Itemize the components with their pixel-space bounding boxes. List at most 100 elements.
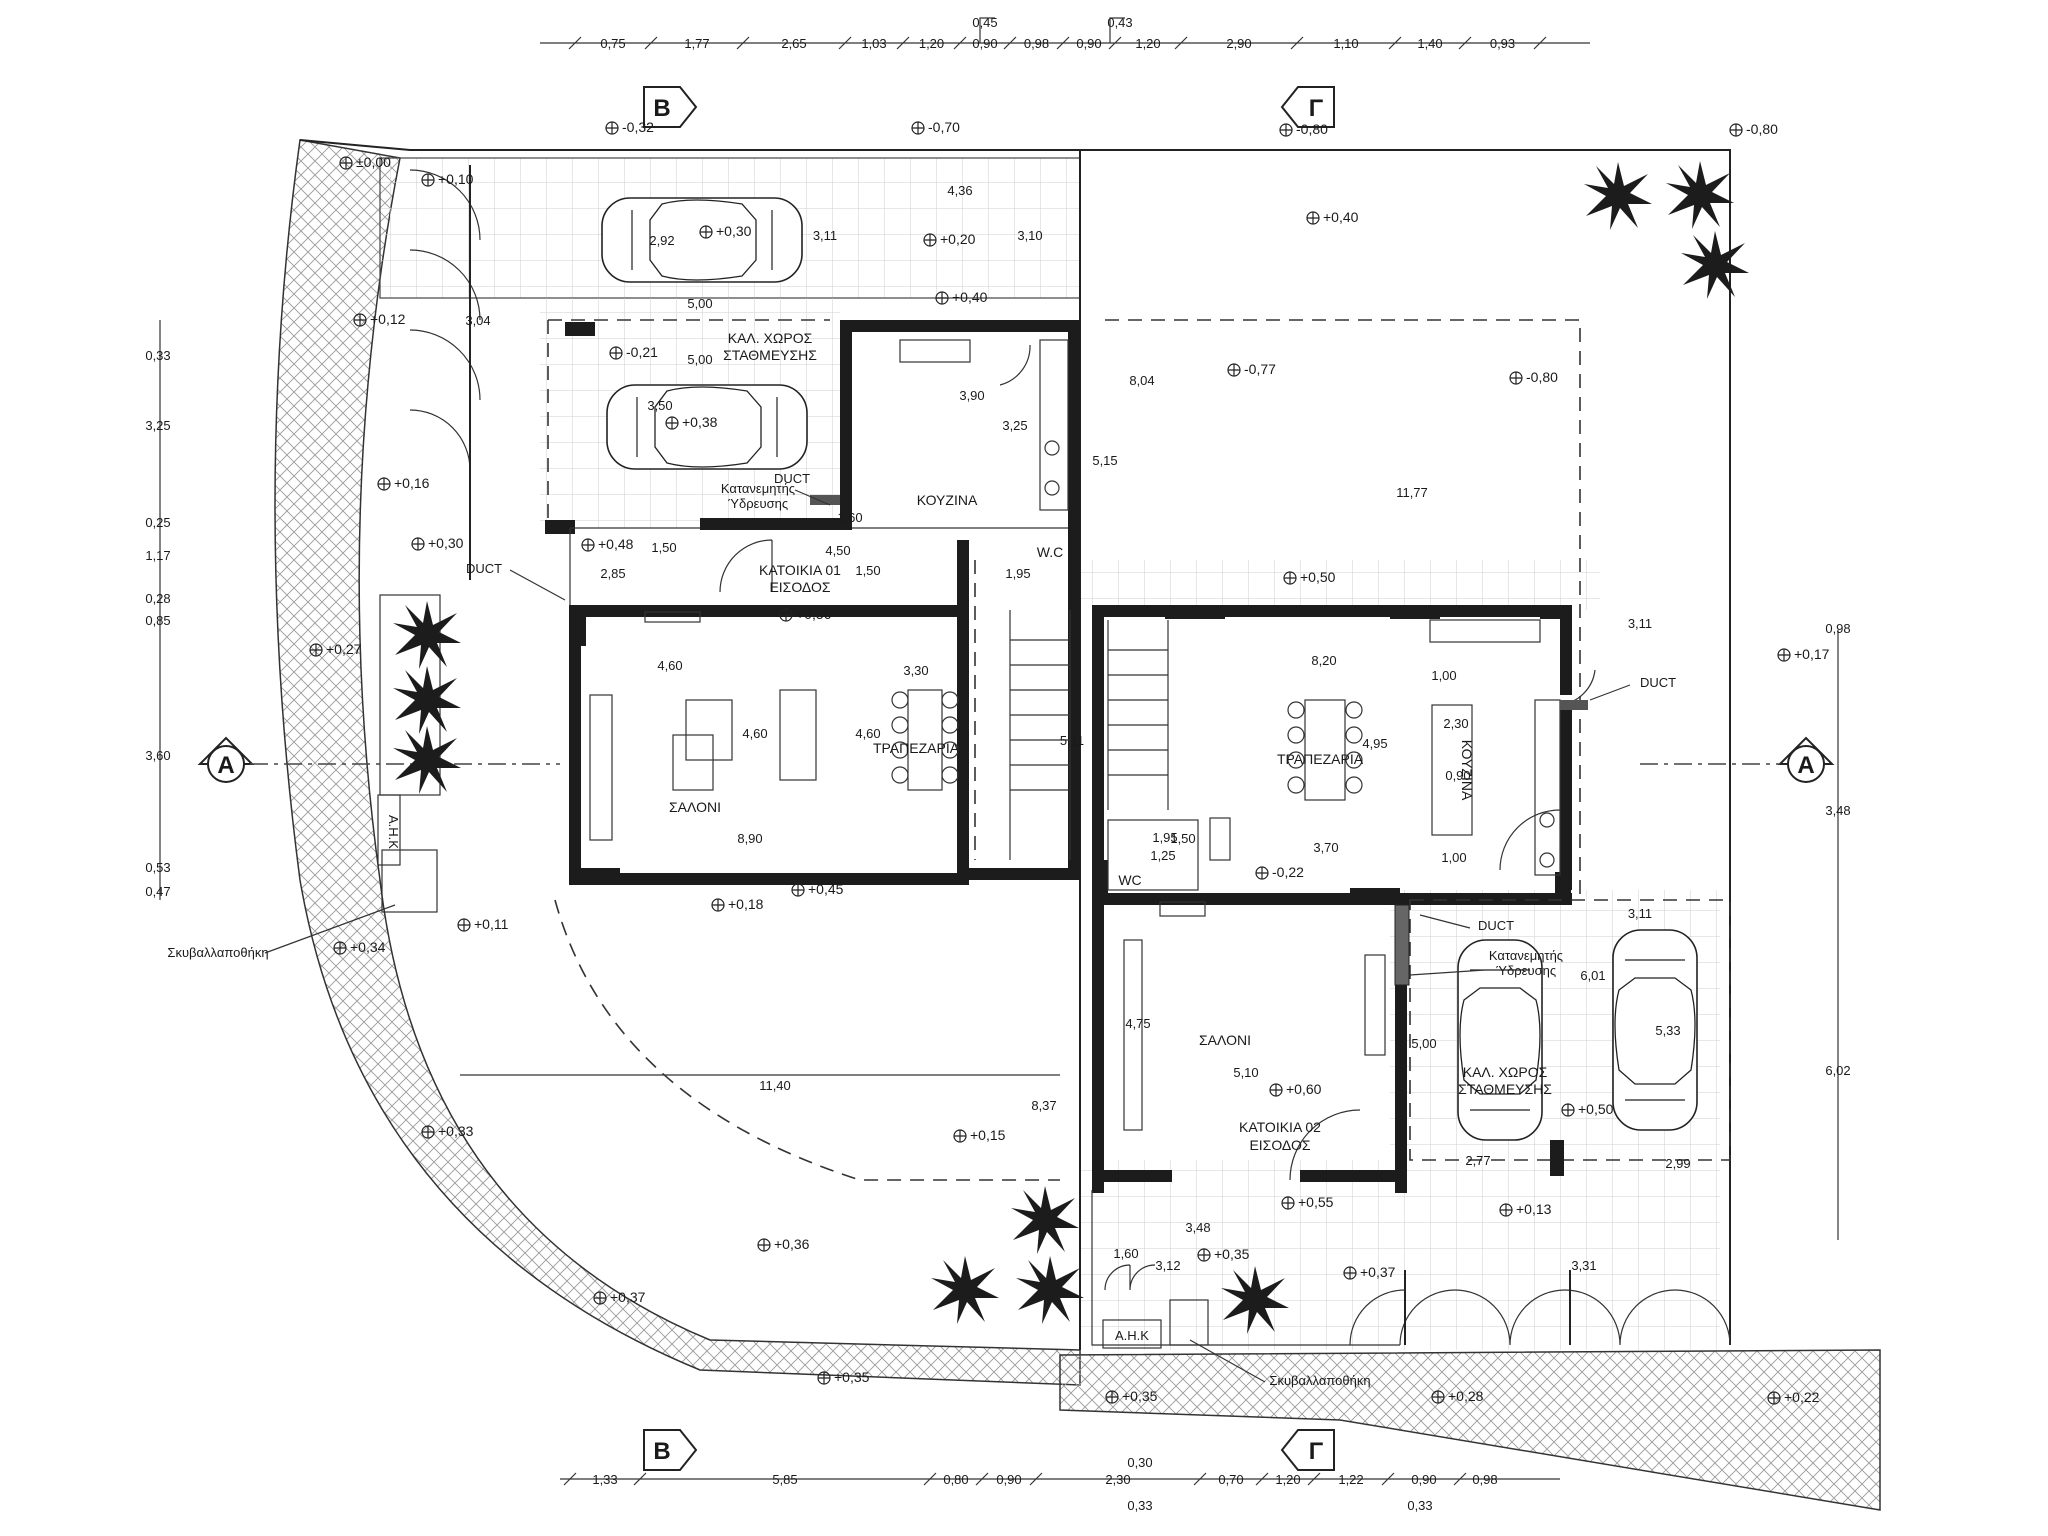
level-label-5: +0,10 (438, 171, 474, 187)
dim-bottom-9: 0,98 (1472, 1472, 1497, 1487)
room-label-kitchen1: ΚΟΥΖΙΝΑ (917, 492, 978, 508)
level-mark-symbol (1509, 371, 1523, 385)
dim-interior-13: 1,60 (837, 510, 862, 525)
dim-top-4: 1,20 (919, 36, 944, 51)
level-mark-symbol (817, 1371, 831, 1385)
dim-interior-0: 4,36 (947, 183, 972, 198)
dim-left-2: 0,25 (145, 515, 170, 530)
level-mark-symbol (411, 537, 425, 551)
room-label-parking1-b: ΣΤΑΘΜΕΥΣΗΣ (723, 347, 817, 363)
tree (393, 726, 461, 794)
note-bins-1: Σκυβαλλαποθήκη (167, 945, 268, 960)
parking2-outline (1409, 899, 1731, 1161)
section-marker-a-left: Α (197, 736, 255, 783)
note-duct-4: DUCT (1478, 918, 1514, 933)
dim-left-4: 0,28 (145, 591, 170, 606)
dim-interior-37: 6,01 (1580, 968, 1605, 983)
dim-interior-20: 3,30 (903, 663, 928, 678)
sofa-2 (779, 689, 817, 781)
dim-interior-6: 5,00 (687, 352, 712, 367)
dim-interior-5: 3,04 (465, 313, 490, 328)
level-label-4: ±0,00 (356, 154, 391, 170)
dim-interior-10: 8,04 (1129, 373, 1154, 388)
stairs-1 (1009, 610, 1071, 860)
level-mark-symbol (757, 1238, 771, 1252)
level-label-22: -0,22 (1272, 864, 1304, 880)
car-parking-1a (601, 197, 803, 283)
room-label-dining2: ΤΡΑΠΕΖΑΡΙΑ (1277, 751, 1364, 767)
level-mark-symbol (711, 898, 725, 912)
level-mark-symbol (699, 225, 713, 239)
left-dimension-chain: 0,333,250,251,170,280,853,600,530,47 (145, 320, 171, 900)
section-marker-b-top: Β (643, 86, 698, 128)
section-label: Α (217, 752, 234, 779)
level-mark-symbol (1431, 1390, 1445, 1404)
dim-interior-35: 1,00 (1441, 850, 1466, 865)
dim-bottom-small-2: 0,33 (1407, 1498, 1432, 1513)
level-label-33: +0,36 (774, 1236, 810, 1252)
dim-bottom-small-1: 0,33 (1127, 1498, 1152, 1513)
dim-tick (1453, 1472, 1467, 1486)
dim-tick (1388, 36, 1402, 50)
kitchen-counter-1 (1039, 339, 1069, 511)
tree (931, 1256, 999, 1324)
dim-interior-43: 2,99 (1665, 1156, 1690, 1171)
dim-tick (563, 1472, 577, 1486)
dim-interior-38: 4,75 (1125, 1016, 1150, 1031)
level-mark-symbol (1269, 1083, 1283, 1097)
level-mark-symbol (421, 173, 435, 187)
level-label-15: +0,16 (394, 475, 430, 491)
paving-mid (1080, 560, 1600, 610)
level-mark-symbol (665, 416, 679, 430)
parking1-outline (547, 319, 830, 528)
dim-right-0: 0,98 (1825, 621, 1850, 636)
dim-interior-47: 1,60 (1113, 1246, 1138, 1261)
dim-tick (1003, 36, 1017, 50)
dim-interior-16: 1,50 (855, 563, 880, 578)
note-water-1b: Ύδρευσης (728, 496, 788, 511)
dim-tick (633, 1472, 647, 1486)
dim-interior-48: 3,12 (1155, 1258, 1180, 1273)
room-label-unit2-b: ΕΙΣΟΔΟΣ (1249, 1137, 1310, 1153)
level-mark-symbol (309, 643, 323, 657)
section-marker-b-bottom: Β (643, 1429, 698, 1471)
dim-interior-27: 3,11 (1628, 616, 1652, 631)
kitchen-island-2 (1431, 704, 1473, 836)
level-mark-symbol (333, 941, 347, 955)
room-label-parking2-b: ΣΤΑΘΜΕΥΣΗΣ (1458, 1081, 1552, 1097)
room-label-wc2: WC (1118, 872, 1141, 888)
dim-left-3: 1,17 (145, 548, 170, 563)
level-mark-symbol (935, 291, 949, 305)
dim-interior-31: 4,95 (1362, 736, 1387, 751)
level-mark-symbol (1255, 866, 1269, 880)
dining-table-2 (1304, 699, 1346, 801)
dim-left-0: 0,33 (145, 348, 170, 363)
ahk-box-2 (1102, 1319, 1162, 1349)
dim-top-7: 0,90 (1076, 36, 1101, 51)
level-mark-symbol (581, 538, 595, 552)
dim-bottom-4: 2,30 (1105, 1472, 1130, 1487)
dim-interior-32: 1,95 (1152, 830, 1177, 845)
level-mark-symbol (377, 477, 391, 491)
dim-top-9: 2,90 (1226, 36, 1251, 51)
dim-interior-19: 4,60 (657, 658, 682, 673)
tree (1666, 161, 1734, 229)
room-label-parking1-a: ΚΑΛ. ΧΩΡΟΣ (728, 330, 813, 346)
dim-tick (838, 36, 852, 50)
dim-interior-33: 1,25 (1150, 848, 1175, 863)
level-mark-symbol (779, 608, 793, 622)
driveway-arc (554, 899, 1060, 1181)
dim-top-11: 1,40 (1417, 36, 1442, 51)
note-duct-1: DUCT (774, 471, 810, 486)
room-label-unit1-b: ΕΙΣΟΔΟΣ (769, 579, 830, 595)
level-mark-symbol (791, 883, 805, 897)
room-label-unit1-a: ΚΑΤΟΙΚΙΑ 01 (759, 562, 841, 578)
tree (393, 666, 461, 734)
dim-interior-46: 3,48 (1185, 1220, 1210, 1235)
section-label: Β (653, 95, 670, 122)
dim-interior-28: 1,00 (1431, 668, 1456, 683)
dim-interior-30: 0,90 (1445, 768, 1470, 783)
dim-top-0: 0,75 (600, 36, 625, 51)
dim-interior-11: 5,15 (1092, 453, 1117, 468)
